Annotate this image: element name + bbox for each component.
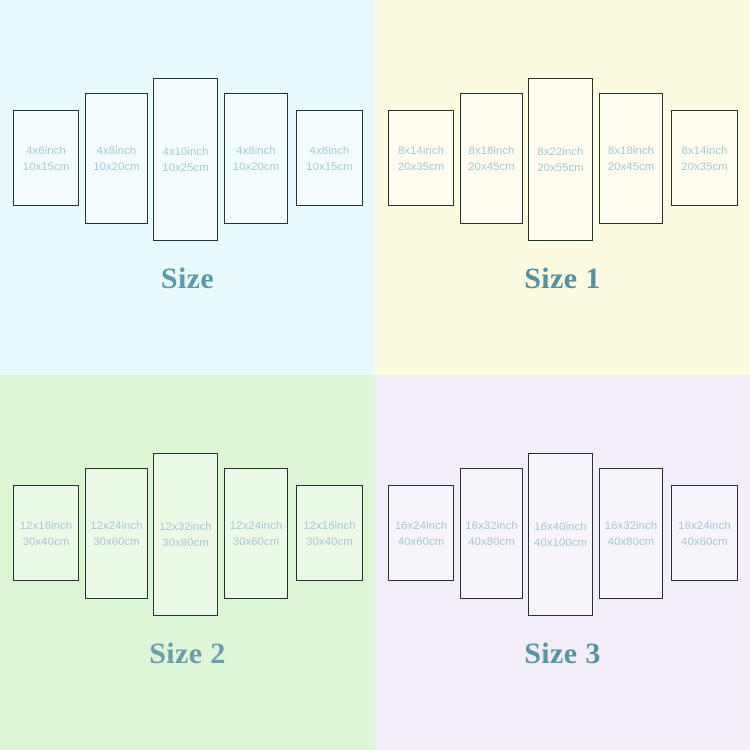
panel-5-label: 16x24inch 40x60cm <box>678 519 730 550</box>
panel-2-label: 16x32inch 40x80cm <box>465 519 517 550</box>
panel-3-inch: 8x22inch <box>537 146 584 158</box>
panel-3-label: 8x22inch 20x55cm <box>537 145 584 176</box>
size-group-size-1: 8x14inch 20x35cm 8x18inch 20x45cm 8x22in… <box>375 0 750 375</box>
panel-5-cm: 30x40cm <box>306 535 353 548</box>
panel-4-cm: 10x20cm <box>232 160 280 173</box>
panel-2-label: 4x8inch 10x20cm <box>93 144 140 175</box>
panel-1-inch: 16x24inch <box>394 520 448 532</box>
panel-2[interactable]: 4x8inch 10x20cm <box>85 93 148 224</box>
panel-2-cm: 40x80cm <box>468 535 515 548</box>
panel-4[interactable]: 12x24inch 30x60cm <box>224 468 288 599</box>
panel-row: 12x16inch 30x40cm 12x24inch 30x60cm 12x3… <box>0 375 375 635</box>
panel-4[interactable]: 4x8inch 10x20cm <box>224 93 288 224</box>
panel-5-label: 12x16inch 30x40cm <box>303 519 355 550</box>
size-group-title: Size 1 <box>524 262 601 295</box>
size-group-size-2: 12x16inch 30x40cm 12x24inch 30x60cm 12x3… <box>0 375 375 750</box>
panel-1-label: 4x6inch 10x15cm <box>23 144 70 175</box>
panel-3-cm: 20x55cm <box>537 161 584 174</box>
panel-1-label: 16x24inch 40x60cm <box>395 519 447 550</box>
panel-3-cm: 30x80cm <box>162 536 209 549</box>
panel-1[interactable]: 8x14inch 20x35cm <box>388 110 454 206</box>
panel-4-cm: 40x80cm <box>607 535 655 548</box>
panel-1[interactable]: 4x6inch 10x15cm <box>13 110 79 206</box>
panel-4-label: 4x8inch 10x20cm <box>233 144 280 175</box>
panel-3[interactable]: 12x32inch 30x80cm <box>153 453 218 616</box>
panel-1-cm: 30x40cm <box>22 535 70 548</box>
size-group-title: Size <box>160 262 215 295</box>
panel-5[interactable]: 16x24inch 40x60cm <box>671 485 738 581</box>
panel-5-label: 8x14inch 20x35cm <box>681 144 728 175</box>
panel-2-label: 8x18inch 20x45cm <box>468 144 515 175</box>
panel-2-inch: 12x24inch <box>90 520 143 532</box>
panel-1-cm: 40x60cm <box>397 535 445 548</box>
panel-4[interactable]: 8x18inch 20x45cm <box>599 93 663 224</box>
panel-5-cm: 40x60cm <box>681 535 728 548</box>
panel-2-inch: 8x18inch <box>468 145 515 157</box>
panel-3[interactable]: 4x10inch 10x25cm <box>153 78 218 241</box>
panel-2-inch: 4x8inch <box>96 145 137 157</box>
panel-2[interactable]: 8x18inch 20x45cm <box>460 93 523 224</box>
panel-3[interactable]: 16x40inch 40x100cm <box>528 453 593 616</box>
panel-3-label: 12x32inch 30x80cm <box>159 520 211 551</box>
panel-2[interactable]: 16x32inch 40x80cm <box>460 468 523 599</box>
size-group-size: 4x6inch 10x15cm 4x8inch 10x20cm 4x10inch… <box>0 0 375 375</box>
panel-4-inch: 12x24inch <box>229 520 283 532</box>
panel-3-cm: 10x25cm <box>162 161 209 174</box>
panel-4-label: 12x24inch 30x60cm <box>230 519 282 550</box>
panel-4-label: 8x18inch 20x45cm <box>608 144 655 175</box>
panel-5[interactable]: 4x6inch 10x15cm <box>296 110 363 206</box>
panel-5-inch: 12x16inch <box>303 520 356 532</box>
panel-5[interactable]: 12x16inch 30x40cm <box>296 485 363 581</box>
panel-4-inch: 4x8inch <box>236 145 276 157</box>
panel-5-inch: 8x14inch <box>681 145 728 157</box>
panel-1-cm: 10x15cm <box>22 160 70 173</box>
panel-2-cm: 10x20cm <box>93 160 140 173</box>
panel-row: 16x24inch 40x60cm 16x32inch 40x80cm 16x4… <box>375 375 750 635</box>
size-group-size-3: 16x24inch 40x60cm 16x32inch 40x80cm 16x4… <box>375 375 750 750</box>
panel-3[interactable]: 8x22inch 20x55cm <box>528 78 593 241</box>
panel-1-inch: 12x16inch <box>19 520 73 532</box>
panel-4-cm: 20x45cm <box>607 160 655 173</box>
panel-4-inch: 8x18inch <box>607 145 655 157</box>
panel-5-cm: 10x15cm <box>306 160 353 173</box>
panel-3-inch: 4x10inch <box>162 146 209 158</box>
panel-4[interactable]: 16x32inch 40x80cm <box>599 468 663 599</box>
panel-4-inch: 16x32inch <box>604 520 658 532</box>
panel-3-cm: 40x100cm <box>534 536 587 549</box>
panel-5-label: 4x6inch 10x15cm <box>306 144 353 175</box>
panel-2-label: 12x24inch 30x60cm <box>90 519 142 550</box>
panel-1-label: 8x14inch 20x35cm <box>398 144 445 175</box>
size-group-title: Size 2 <box>149 637 226 670</box>
panel-1[interactable]: 16x24inch 40x60cm <box>388 485 454 581</box>
panel-5[interactable]: 8x14inch 20x35cm <box>671 110 738 206</box>
size-group-title: Size 3 <box>524 637 601 670</box>
panel-3-inch: 12x32inch <box>159 521 212 533</box>
panel-row: 8x14inch 20x35cm 8x18inch 20x45cm 8x22in… <box>375 0 750 260</box>
panel-1-inch: 4x6inch <box>26 145 66 157</box>
panel-2-cm: 20x45cm <box>468 160 515 173</box>
panel-1-label: 12x16inch 30x40cm <box>20 519 72 550</box>
panel-3-inch: 16x40inch <box>534 521 587 533</box>
panel-4-label: 16x32inch 40x80cm <box>605 519 657 550</box>
panel-1-cm: 20x35cm <box>397 160 445 173</box>
panel-5-inch: 16x24inch <box>678 520 731 532</box>
panel-3-label: 16x40inch 40x100cm <box>534 520 587 551</box>
panel-5-inch: 4x6inch <box>309 145 350 157</box>
panel-3-label: 4x10inch 10x25cm <box>162 145 209 176</box>
panel-1-inch: 8x14inch <box>397 145 445 157</box>
panel-2-inch: 16x32inch <box>465 520 518 532</box>
panel-4-cm: 30x60cm <box>232 535 280 548</box>
panel-1[interactable]: 12x16inch 30x40cm <box>13 485 79 581</box>
panel-row: 4x6inch 10x15cm 4x8inch 10x20cm 4x10inch… <box>0 0 375 260</box>
panel-5-cm: 20x35cm <box>681 160 728 173</box>
panel-2-cm: 30x60cm <box>93 535 140 548</box>
panel-2[interactable]: 12x24inch 30x60cm <box>85 468 148 599</box>
